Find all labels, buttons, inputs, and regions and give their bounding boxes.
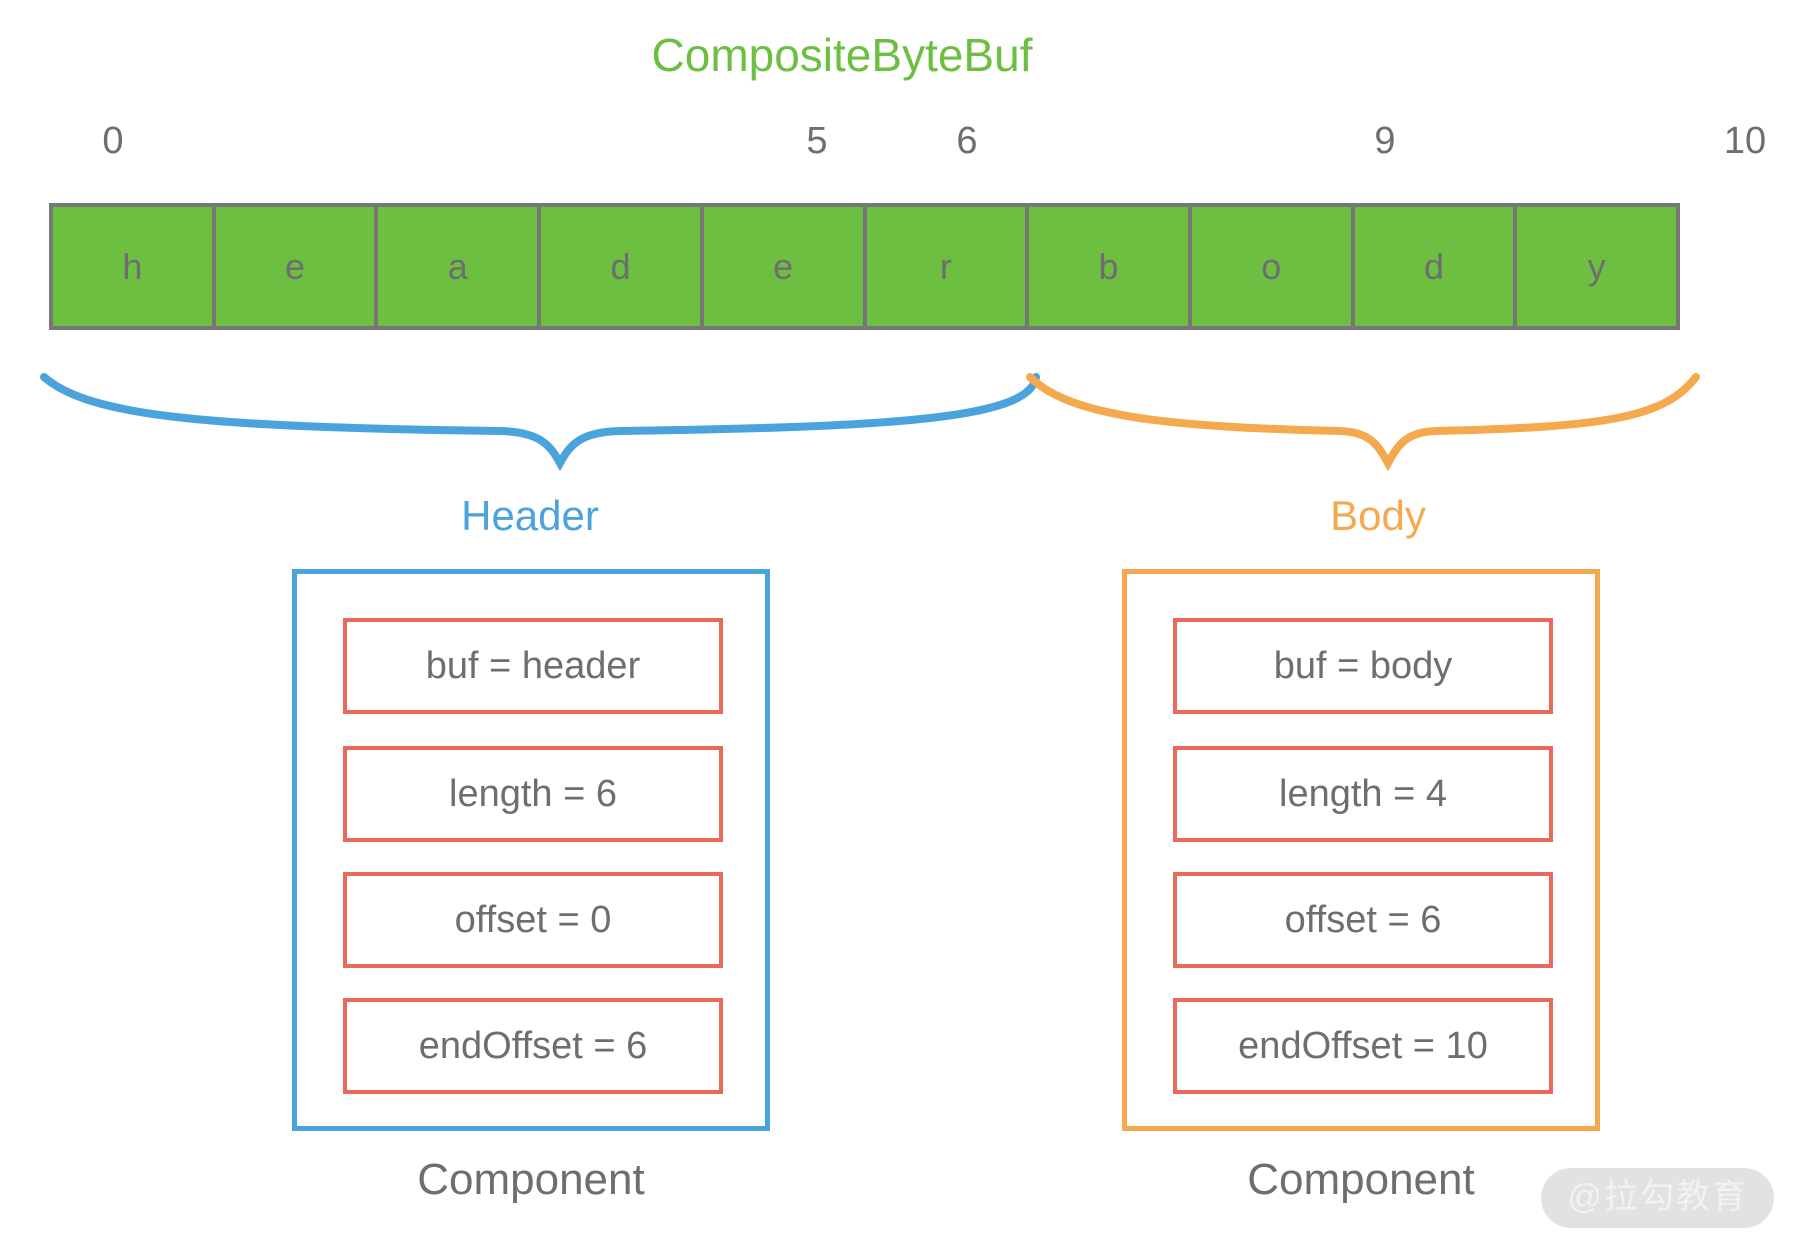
field-length: length = 6 bbox=[343, 746, 723, 842]
ruler-tick-0: 0 bbox=[102, 120, 124, 162]
byte-cell: b bbox=[1029, 207, 1192, 326]
body-component-box: buf = body length = 4 offset = 6 endOffs… bbox=[1122, 569, 1600, 1131]
header-component-box: buf = header length = 6 offset = 0 endOf… bbox=[292, 569, 770, 1131]
group-label-body: Body bbox=[1330, 492, 1426, 539]
header-component-caption: Component bbox=[417, 1155, 645, 1204]
body-component-caption: Component bbox=[1247, 1155, 1475, 1204]
field-end-offset: endOffset = 6 bbox=[343, 998, 723, 1094]
field-buf: buf = header bbox=[343, 618, 723, 714]
byte-cell: e bbox=[215, 207, 379, 326]
ruler-tick-9: 9 bbox=[1374, 120, 1396, 162]
ruler-tick-5: 5 bbox=[806, 120, 828, 162]
byte-cell: e bbox=[703, 207, 867, 326]
group-label-header: Header bbox=[461, 492, 599, 539]
ruler-tick-10: 10 bbox=[1723, 120, 1767, 162]
byte-cell: r bbox=[866, 207, 1030, 326]
field-end-offset: endOffset = 10 bbox=[1173, 998, 1553, 1094]
header-brace-icon bbox=[40, 373, 1040, 472]
field-offset: offset = 6 bbox=[1173, 872, 1553, 968]
byte-cell: d bbox=[541, 207, 704, 326]
body-brace-icon bbox=[1026, 373, 1700, 472]
byte-cell: h bbox=[53, 207, 216, 326]
watermark: @拉勾教育 bbox=[1541, 1168, 1774, 1228]
page-title: CompositeByteBuf bbox=[651, 29, 1033, 81]
byte-buffer-row: h e a d e r b o d y bbox=[49, 203, 1680, 330]
field-length: length = 4 bbox=[1173, 746, 1553, 842]
byte-cell: a bbox=[378, 207, 542, 326]
field-offset: offset = 0 bbox=[343, 872, 723, 968]
byte-cell: y bbox=[1517, 207, 1677, 326]
ruler-tick-6: 6 bbox=[956, 120, 978, 162]
byte-cell: d bbox=[1354, 207, 1518, 326]
field-buf: buf = body bbox=[1173, 618, 1553, 714]
byte-cell: o bbox=[1191, 207, 1355, 326]
